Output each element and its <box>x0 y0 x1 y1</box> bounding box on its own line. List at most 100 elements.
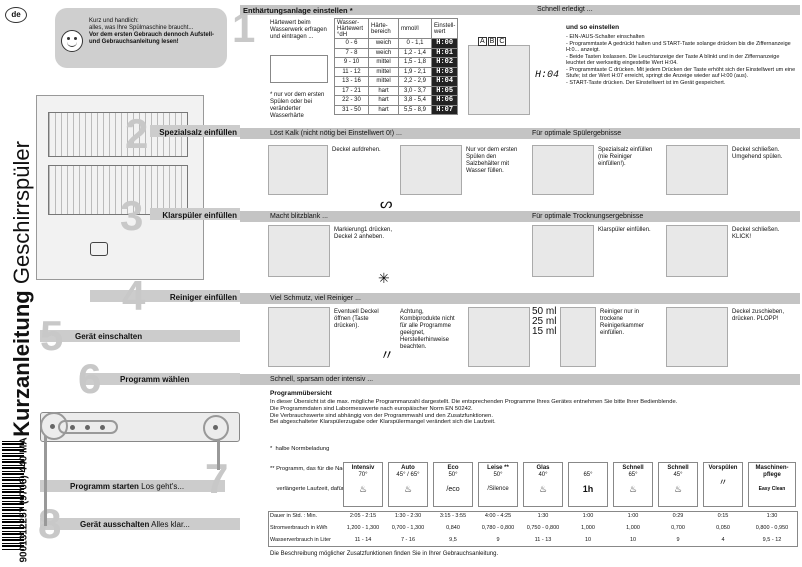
value-strom: 1,000 <box>626 525 640 531</box>
value-wasser: 4 <box>721 537 725 543</box>
salz-text-4: Deckel schließen. Umgehend spülen. <box>732 147 783 160</box>
klar-text-2: Klarspüler einfüllen. <box>598 227 651 233</box>
program-card-leise: Leise **50°/Silence <box>478 462 518 507</box>
abc-labels: A B C <box>478 37 507 46</box>
salz-image-2 <box>400 145 462 195</box>
value-dauer: 1:30 <box>766 513 778 519</box>
step-band-5 <box>40 330 240 342</box>
cell: hart <box>368 104 399 115</box>
cell: 5,5 - 8,9 <box>398 104 432 115</box>
cell: 0 - 1,1 <box>398 38 432 49</box>
so-step: - Beide Tasten loslassen. Die Leuchtanze… <box>566 53 780 67</box>
program-buttons-highlight[interactable] <box>58 420 118 434</box>
ueber-line: Die Verbrauchswerte sind abhängig von de… <box>270 412 493 419</box>
klar-left: Macht blitzblank ... <box>270 213 328 220</box>
panel-closeup-image <box>468 45 530 115</box>
reiniger-text-2: Achtung, Kombiprodukte nicht für alle Pr… <box>400 309 455 350</box>
card-temp: 40° <box>538 472 548 478</box>
power-button[interactable] <box>50 424 55 429</box>
start-button[interactable] <box>213 425 218 430</box>
connector-line <box>44 436 47 526</box>
step-band-7 <box>40 480 225 492</box>
card-temp: 65° <box>628 472 638 478</box>
card-temp: 50° <box>493 472 503 478</box>
value-strom: 0,700 <box>671 525 685 531</box>
so-steps: - EIN-/AUS-Schalter einschalten - Progra… <box>566 34 796 86</box>
cell: 3,8 - 5,4 <box>398 95 432 106</box>
section-bar-spezialsalz <box>240 128 800 139</box>
salz-image-3 <box>532 145 594 195</box>
hint-box <box>55 8 227 68</box>
reiniger-image-3 <box>560 307 596 367</box>
value-strom: 0,780 - 0,800 <box>481 525 515 531</box>
cell: 0 - 6 <box>334 38 369 49</box>
card-name: Intensiv <box>351 465 375 471</box>
value-wasser: 9 <box>676 537 680 543</box>
step-band-3 <box>150 208 240 220</box>
so-step: - EIN-/AUS-Schalter einschalten <box>566 34 645 40</box>
section-header-enthaertung <box>240 5 800 15</box>
hint-line: Kurz und handlich: <box>89 18 139 24</box>
start-button-highlight[interactable] <box>203 415 229 441</box>
row-label-wasser: Wasserverbrauch in Liter <box>270 537 331 543</box>
value-dauer: 1:30 - 2:30 <box>394 513 422 519</box>
program-button[interactable] <box>85 425 90 430</box>
card-name: Vorspülen <box>708 465 738 471</box>
hardness-table: Wasser-Härtewert °dH Härte-bereich mmol/… <box>334 18 459 115</box>
program-card-1h: 65°1h <box>568 462 608 507</box>
step-number-7: 7 <box>205 455 229 502</box>
so-title: und so einstellen <box>566 24 620 31</box>
ml-label: 15 ml <box>532 326 557 337</box>
cell: 1,5 - 1,8 <box>398 57 432 68</box>
card-name: Glas <box>536 465 550 471</box>
starten-sub: Los geht's... <box>141 482 185 491</box>
value-wasser: 11 - 13 <box>534 537 552 543</box>
cell: hart <box>368 85 399 96</box>
value-dauer: 1:30 <box>537 513 549 519</box>
reiniger-text-1: Eventuell Deckel öffnen (Taste drücken). <box>334 309 379 329</box>
cell: 7 - 8 <box>334 47 369 58</box>
step-number-5: 5 <box>40 312 64 359</box>
value-wasser: 7 - 16 <box>400 537 416 543</box>
value-dauer: 2:05 - 2:15 <box>349 513 377 519</box>
card-name: Schnell <box>622 465 644 471</box>
label-programm: Programm wählen <box>120 375 190 384</box>
starten-title: Programm starten <box>70 482 139 491</box>
value-strom: 0,750 - 0,800 <box>526 525 560 531</box>
reiniger-left: Viel Schmutz, viel Reiniger ... <box>270 295 361 302</box>
cell: 17 - 21 <box>334 85 369 96</box>
language-badge: de <box>5 7 27 23</box>
klar-text-1: Markierung1 drücken, Deckel 2 anheben. <box>334 227 393 240</box>
power-button-highlight[interactable] <box>40 412 68 440</box>
hint-line: Vor dem ersten Gebrauch dennoch Aufstell… <box>89 32 215 45</box>
row-label-strom: Stromverbrauch in kWh <box>270 525 328 531</box>
note-line: * halbe Normbeladung <box>270 445 330 452</box>
value-wasser: 9 <box>496 537 500 543</box>
programm-ueber-title: Programmübersicht <box>270 390 332 397</box>
step-number-2: 2 <box>125 110 149 157</box>
value-strom: 1,200 - 1,300 <box>346 525 380 531</box>
step-band-2 <box>150 125 240 137</box>
consumption-table <box>268 511 798 547</box>
ml-label: 50 ml <box>532 306 557 317</box>
cell: 3,0 - 3,7 <box>398 85 432 96</box>
program-button[interactable] <box>70 425 75 430</box>
card-name: Maschinen-pflege <box>755 465 789 478</box>
ueber-line: Bei abgeschalteter Klarspülerzugabe oder… <box>270 419 496 426</box>
auto-icon: ♨ <box>403 484 413 494</box>
program-button[interactable] <box>100 425 105 430</box>
hint-line: alles, was Ihre Spülmaschine braucht... <box>89 25 194 31</box>
cell: H:03 <box>430 66 459 77</box>
card-temp: 45° <box>673 472 683 478</box>
cell: H:00 <box>430 38 459 49</box>
table-header: mmol/l <box>398 18 432 39</box>
value-dauer: 1:00 <box>627 513 639 519</box>
card-temp: 65° <box>583 472 593 478</box>
value-strom: 0,800 - 0,950 <box>755 525 789 531</box>
